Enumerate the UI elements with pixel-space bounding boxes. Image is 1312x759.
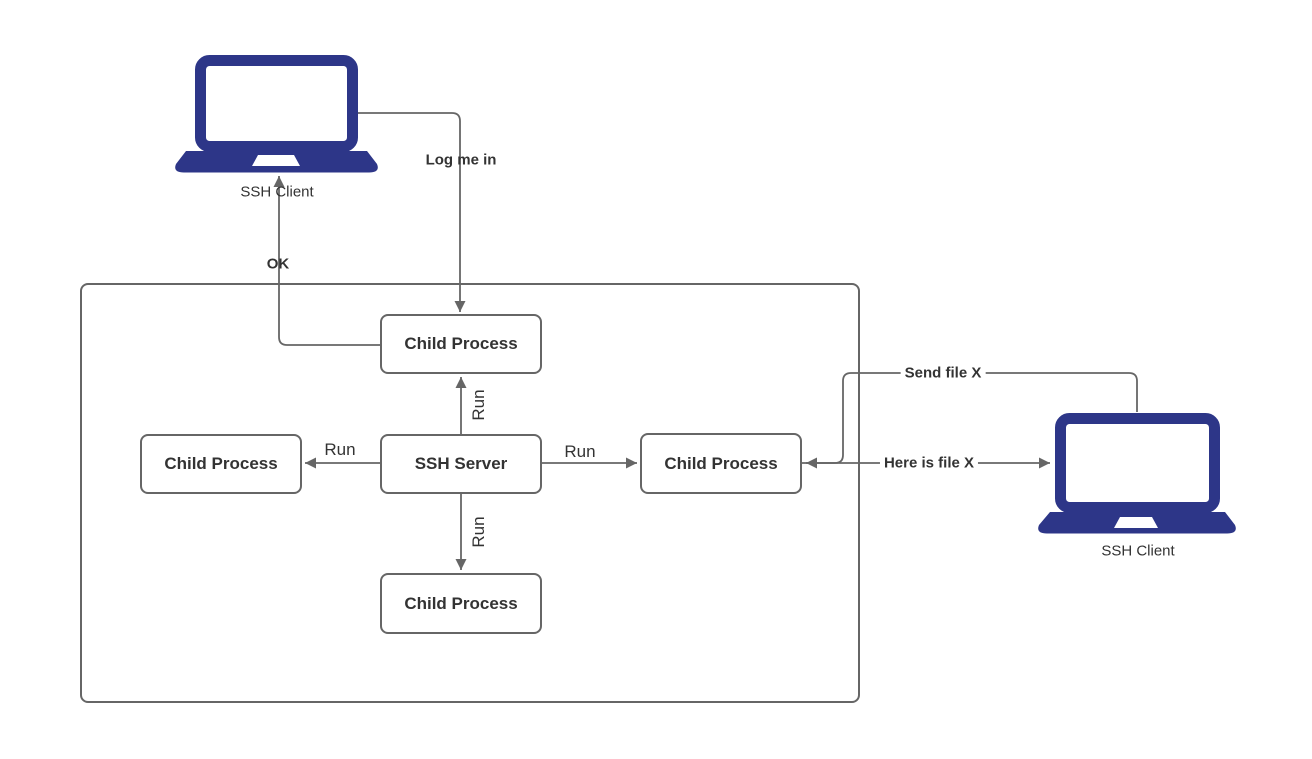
edge-ok bbox=[273, 176, 380, 346]
child-process-top-node: Child Process bbox=[380, 314, 542, 374]
edge-label-send-file-x: Send file X bbox=[900, 364, 986, 382]
child-process-left-node: Child Process bbox=[140, 434, 302, 494]
edge-label-run-right: Run bbox=[564, 442, 596, 462]
edge-send-file-x bbox=[806, 372, 1138, 469]
edge-label-here-is-file-x: Here is file X bbox=[879, 454, 979, 472]
edge-label-ok: OK bbox=[266, 255, 290, 273]
client-label-left: SSH Client bbox=[240, 183, 314, 201]
edge-label-log-me-in: Log me in bbox=[425, 151, 497, 169]
edge-label-run-left: Run bbox=[324, 440, 356, 460]
laptop-icon-left bbox=[175, 55, 378, 173]
edge-label-run-down: Run bbox=[469, 516, 489, 548]
child-process-bottom-node: Child Process bbox=[380, 573, 542, 634]
edge-label-run-up: Run bbox=[469, 389, 489, 421]
edge-log-me-in bbox=[358, 112, 466, 312]
server-process-group-container bbox=[80, 283, 860, 703]
client-label-right: SSH Client bbox=[1101, 542, 1175, 560]
ssh-server-node: SSH Server bbox=[380, 434, 542, 494]
child-process-right-node: Child Process bbox=[640, 433, 802, 494]
laptop-icon-right bbox=[1038, 413, 1236, 534]
